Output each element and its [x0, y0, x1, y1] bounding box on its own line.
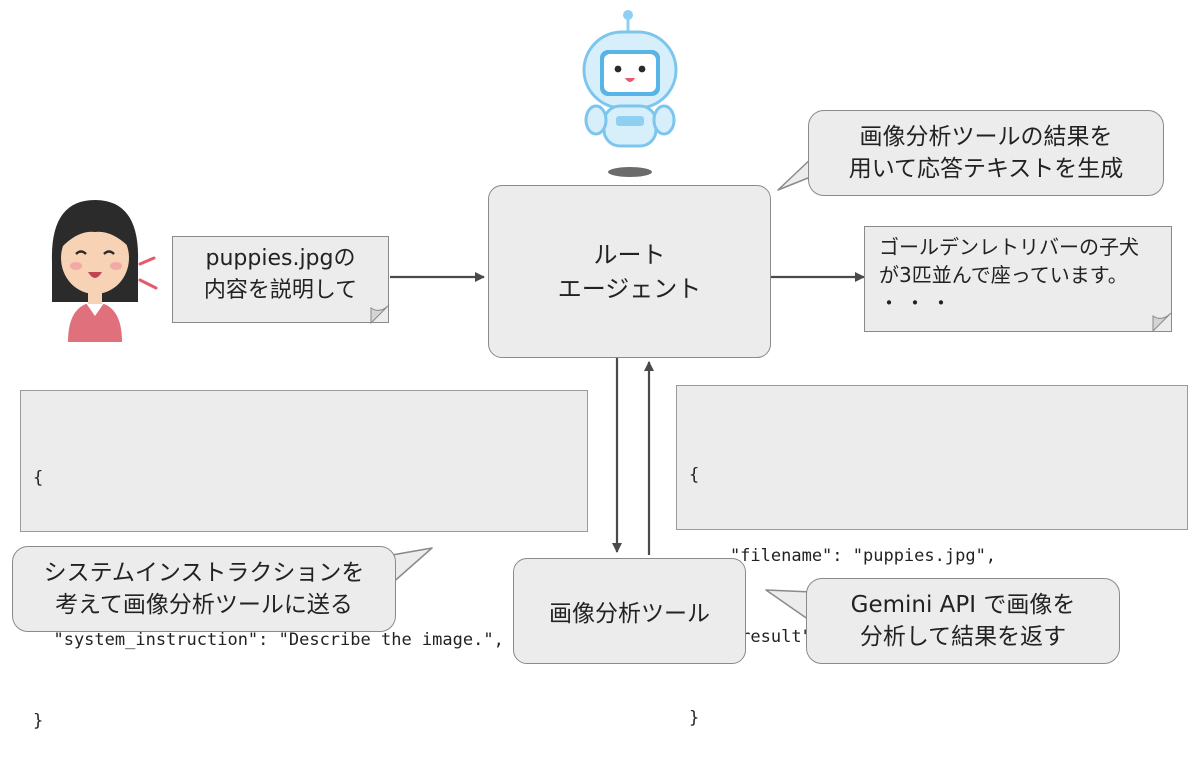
robot-icon: [582, 10, 678, 177]
user-request-line-1: puppies.jpgの: [205, 246, 356, 271]
user-request-note: puppies.jpgの 内容を説明して: [172, 236, 389, 323]
request-code-block: { "filename": "puppies.jpg", "system_ins…: [20, 390, 588, 731]
root-agent-box: ルート エージェント: [488, 185, 771, 358]
request-code-line-1: {: [33, 468, 44, 488]
agent-callout-line-1: 画像分析ツールの結果を: [859, 124, 1113, 150]
agent-callout-line-2: 用いて応答テキストを生成: [848, 156, 1124, 182]
root-agent-line-1: ルート: [593, 240, 666, 269]
image-analysis-tool-box: 画像分析ツール: [513, 558, 746, 664]
response-note: ゴールデンレトリバーの子犬 が3匹並んで座っています。 ・・・: [864, 226, 1172, 332]
agent-callout: 画像分析ツールの結果を 用いて応答テキストを生成: [808, 110, 1164, 196]
user-request-line-2: 内容を説明して: [203, 278, 358, 303]
connector-layer: [390, 272, 865, 555]
instruction-callout: システムインストラクションを 考えて画像分析ツールに送る: [12, 546, 396, 632]
response-line-2: が3匹並んで座っています。: [879, 263, 1128, 287]
image-analysis-tool-label: 画像分析ツール: [549, 601, 710, 627]
gemini-callout-tail: [765, 589, 813, 623]
response-line-1: ゴールデンレトリバーの子犬: [879, 235, 1139, 259]
instruction-callout-line-2: 考えて画像分析ツールに送る: [55, 592, 353, 618]
gemini-callout-line-2: 分析して結果を返す: [859, 624, 1067, 650]
result-code-line-1: {: [689, 465, 700, 485]
result-code-block: { "filename": "puppies.jpg", "result": "…: [676, 385, 1188, 728]
root-agent-line-2: エージェント: [557, 274, 702, 303]
response-note-fold: [1152, 312, 1172, 332]
request-code-line-3: "system_instruction": "Describe the imag…: [33, 630, 504, 650]
result-code-line-4: }: [689, 708, 700, 728]
response-line-3: ・・・: [879, 291, 957, 315]
instruction-callout-line-1: システムインストラクションを: [43, 560, 365, 586]
request-code-line-4: }: [33, 711, 44, 731]
gemini-callout: Gemini API で画像を 分析して結果を返す: [806, 578, 1120, 664]
user-request-note-fold: [370, 304, 390, 324]
person-icon: [51, 200, 158, 342]
result-code-line-2: "filename": "puppies.jpg",: [689, 546, 997, 566]
gemini-callout-line-1: Gemini API で画像を: [850, 592, 1076, 618]
